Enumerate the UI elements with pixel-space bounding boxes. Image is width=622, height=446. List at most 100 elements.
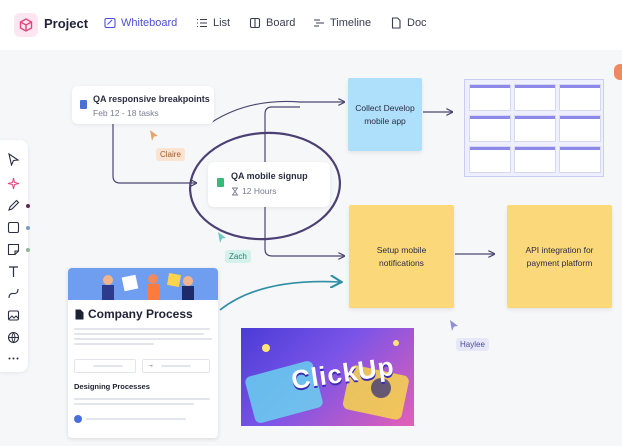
color-dot[interactable]	[26, 226, 30, 230]
clickup-image-card[interactable]: ClickUp	[241, 328, 414, 426]
task-title: QA responsive breakpoints	[93, 94, 210, 104]
doc-text-line	[74, 328, 210, 330]
cursor-label-zach: Zach	[225, 250, 251, 263]
dashboard-panel	[469, 115, 511, 142]
sticky-text: Collect Develop mobile app	[355, 102, 415, 126]
tab-board-label: Board	[266, 17, 296, 29]
tab-doc-label: Doc	[407, 17, 427, 29]
sticky-tool[interactable]	[6, 242, 20, 256]
select-tool[interactable]	[6, 152, 20, 166]
dashboard-panel	[514, 115, 556, 142]
tab-list[interactable]: List	[196, 17, 230, 29]
doc-text-line	[86, 418, 186, 420]
web-embed-tool[interactable]	[6, 330, 20, 344]
dashboard-panel	[514, 146, 556, 173]
dashboard-panel	[469, 146, 511, 173]
arrow-right-icon: →	[147, 362, 154, 369]
sticky-setup-notifications[interactable]: Setup mobile notifications	[349, 205, 454, 308]
doc-text-line	[74, 403, 194, 405]
connector-tool[interactable]	[6, 286, 20, 300]
task-subtitle: 12 Hours	[242, 186, 277, 196]
doc-text-line	[74, 398, 210, 400]
cursor-label-claire: Claire	[156, 148, 185, 161]
project-cube-icon	[14, 13, 38, 37]
shape-tool[interactable]	[6, 220, 20, 234]
doc-text-line	[93, 365, 123, 367]
more-tools[interactable]	[6, 351, 20, 365]
dashboard-panel	[514, 84, 556, 111]
sticky-text: API integration for payment platform	[525, 244, 594, 268]
doc-section-heading: Designing Processes	[74, 382, 150, 391]
doc-hero-illustration	[68, 268, 218, 300]
shapes-illustration	[245, 340, 409, 423]
doc-text-line	[74, 343, 154, 345]
color-dot[interactable]	[26, 248, 30, 252]
dashboard-panel	[559, 115, 601, 142]
tab-whiteboard-label: Whiteboard	[121, 17, 178, 29]
task-doc-icon	[80, 100, 87, 109]
whiteboard-icon	[104, 17, 116, 29]
dashboard-thumbnail[interactable]	[464, 79, 604, 177]
tab-whiteboard[interactable]: Whiteboard	[104, 17, 177, 29]
text-tool[interactable]	[6, 264, 20, 278]
dashboard-panel	[559, 146, 601, 173]
board-icon	[249, 17, 261, 29]
task-green-icon	[217, 178, 224, 187]
task-title: QA mobile signup	[231, 171, 308, 181]
doc-file-icon	[75, 309, 84, 320]
task-subtitle: Feb 12 - 18 tasks	[93, 108, 159, 118]
more-dots-icon	[8, 357, 18, 359]
connector-breakpoints-to-collect	[211, 101, 344, 123]
tab-timeline[interactable]: Timeline	[313, 17, 371, 29]
sparkle-icon	[7, 177, 19, 189]
globe-icon	[7, 331, 19, 343]
connector-signup-to-collect	[264, 106, 300, 165]
sticky-note-icon	[7, 243, 19, 255]
connector-breakpoints-to-signup	[112, 122, 196, 183]
tab-board[interactable]: Board	[249, 17, 295, 29]
pointer-icon	[7, 152, 20, 166]
sticky-collect[interactable]: Collect Develop mobile app	[348, 78, 422, 151]
connector-signup-to-setup	[264, 205, 344, 256]
text-icon	[8, 265, 18, 277]
doc-text-line	[74, 333, 204, 335]
cursor-label-haylee: Haylee	[456, 338, 489, 351]
image-icon	[7, 309, 19, 321]
teal-curve-arrow	[219, 282, 340, 311]
square-icon	[7, 221, 19, 233]
doc-text-line	[74, 338, 212, 340]
ai-tool[interactable]	[6, 176, 20, 190]
sticky-api-integration[interactable]: API integration for payment platform	[507, 205, 612, 308]
doc-text-line	[161, 365, 191, 367]
highlight-circle	[188, 131, 342, 241]
doc-link-chip[interactable]	[74, 359, 136, 373]
avatar[interactable]	[614, 64, 622, 80]
avatar	[74, 415, 82, 423]
image-tool[interactable]	[6, 308, 20, 322]
top-bar: Project Whiteboard List Board Timeline D…	[0, 0, 622, 50]
pen-icon	[7, 199, 19, 211]
whiteboard-toolbar	[0, 140, 30, 372]
dashboard-panel	[559, 84, 601, 111]
doc-title: Company Process	[88, 307, 193, 321]
doc-link-chip[interactable]: →	[142, 359, 210, 373]
hourglass-icon	[232, 187, 238, 196]
tab-list-label: List	[213, 17, 231, 29]
doc-card-company-process[interactable]: Company Process → Designing Processes	[68, 268, 218, 438]
task-card-qa-signup[interactable]: QA mobile signup 12 Hours	[208, 162, 330, 207]
tab-doc[interactable]: Doc	[390, 17, 427, 29]
cursor-pointer-icon	[218, 232, 226, 243]
cursor-pointer-icon	[150, 130, 158, 141]
project-title: Project	[44, 16, 89, 31]
list-icon	[197, 18, 207, 28]
connector-icon	[7, 288, 19, 298]
color-dot[interactable]	[26, 204, 30, 208]
doc-icon	[391, 17, 401, 29]
cursor-pointer-icon	[450, 320, 458, 331]
task-card-qa-breakpoints[interactable]: QA responsive breakpoints Feb 12 - 18 ta…	[72, 86, 214, 124]
timeline-icon	[314, 19, 324, 27]
people-illustration-icon	[102, 273, 194, 300]
tab-timeline-label: Timeline	[330, 17, 372, 29]
pen-tool[interactable]	[6, 198, 20, 212]
